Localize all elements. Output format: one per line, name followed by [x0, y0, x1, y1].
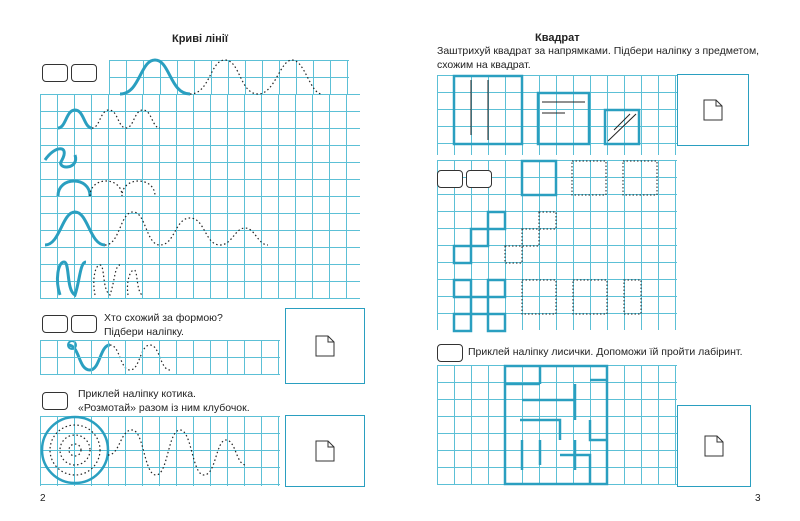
instruction-text: Заштрихуй квадрат за напрямками. Підбери… — [437, 44, 759, 72]
task2-line1: Приклей наліпку котика. — [78, 388, 196, 400]
pencil-solid-icon — [71, 315, 97, 333]
tracing-grid-top — [109, 60, 349, 95]
sticker-box[interactable] — [285, 308, 365, 384]
sticker-icon — [315, 335, 335, 357]
sticker-box[interactable] — [285, 415, 365, 487]
sticker-box[interactable] — [677, 405, 751, 487]
task2-text: Приклей наліпку котика. «Розмотай» разом… — [78, 387, 250, 415]
sticker-box[interactable] — [677, 74, 749, 146]
maze-task-text: Приклей наліпку лисички. Допоможи їй про… — [468, 346, 743, 358]
pencil-dotted-icon — [42, 64, 68, 82]
pencil-solid-icon — [437, 344, 463, 362]
page-number-right: 3 — [755, 493, 761, 504]
instruction-line1: Заштрихуй квадрат за напрямками. Підбери… — [437, 45, 760, 57]
sticker-icon — [703, 99, 723, 121]
pencil-solid-icon — [466, 170, 492, 188]
pencil-dotted-icon — [42, 315, 68, 333]
instruction-line2: схожим на квадрат. — [437, 59, 531, 71]
task1-line2: Підбери наліпку. — [104, 326, 184, 338]
pencil-dotted-icon — [437, 170, 463, 188]
task1-line1: Хто схожий за формою? — [104, 312, 223, 324]
pencil-solid-icon — [42, 392, 68, 410]
task2-line2: «Розмотай» разом із ним клубочок. — [78, 402, 250, 414]
page-number-left: 2 — [40, 493, 46, 504]
right-page-title: Квадрат — [535, 32, 580, 44]
tracing-grid-2 — [40, 340, 280, 375]
sticker-icon — [315, 440, 335, 462]
pencil-solid-icon — [71, 64, 97, 82]
left-page-title: Криві лінії — [172, 33, 228, 45]
task1-text: Хто схожий за формою? Підбери наліпку. — [104, 311, 223, 339]
sticker-icon — [704, 435, 724, 457]
